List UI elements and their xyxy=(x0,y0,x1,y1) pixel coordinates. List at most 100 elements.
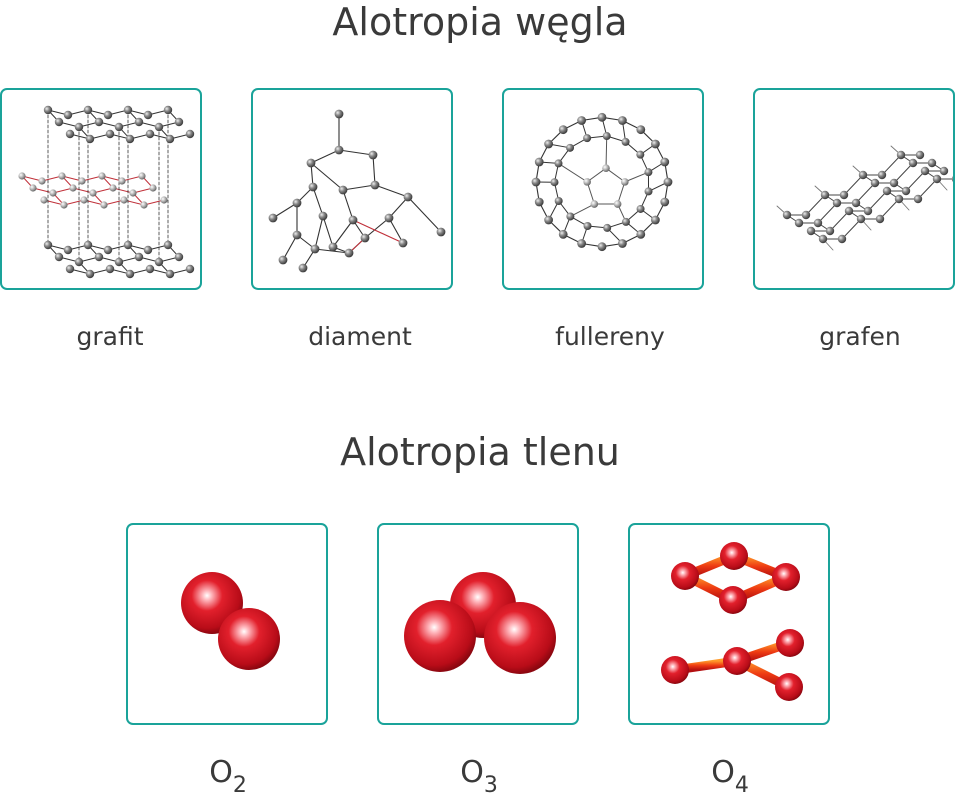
carbon-atom xyxy=(95,253,103,261)
carbon-atom xyxy=(84,241,92,249)
carbon-atom xyxy=(75,258,83,266)
carbon-atom xyxy=(175,118,183,126)
carbon-atom xyxy=(78,177,85,184)
o4-card xyxy=(628,523,830,725)
carbon-atom xyxy=(293,231,302,240)
carbon-atom xyxy=(339,186,348,195)
bond xyxy=(323,216,333,247)
graphite-structure xyxy=(2,90,200,288)
o3-subscript: 3 xyxy=(484,773,498,798)
carbon-atom xyxy=(833,199,841,207)
carbon-atom xyxy=(80,196,87,203)
o3-formula: O3 xyxy=(369,755,589,798)
carbon-atom xyxy=(807,227,815,235)
carbon-atom xyxy=(902,187,910,195)
carbon-atom xyxy=(293,199,302,208)
carbon-atom xyxy=(644,168,652,176)
oxygen-atom xyxy=(723,647,751,675)
carbon-atom xyxy=(535,158,544,167)
carbon-atom xyxy=(399,239,408,248)
diamond-label: diament xyxy=(250,322,470,351)
carbon-atom xyxy=(897,151,905,159)
carbon-atom xyxy=(914,195,922,203)
carbon-atom xyxy=(86,270,94,278)
carbon-atom xyxy=(149,184,156,191)
carbon-atom xyxy=(618,116,627,125)
fullerene-structure xyxy=(504,90,702,288)
oxygen-allotropy-title: Alotropia tlenu xyxy=(0,430,960,474)
carbon-atom xyxy=(40,196,47,203)
carbon-atom xyxy=(55,253,63,261)
carbon-atom xyxy=(916,151,924,159)
bond xyxy=(558,163,587,181)
carbon-atom xyxy=(614,200,622,208)
carbon-atom xyxy=(60,201,67,208)
carbon-atom xyxy=(660,198,669,207)
bond xyxy=(313,187,323,216)
carbon-atom xyxy=(577,239,586,248)
carbon-atom xyxy=(309,183,318,192)
carbon-atom xyxy=(826,227,834,235)
carbon-atom xyxy=(802,211,810,219)
carbon-atom xyxy=(38,177,45,184)
carbon-allotropy-title: Alotropia węgla xyxy=(0,0,960,44)
carbon-atom xyxy=(651,140,660,149)
carbon-atom xyxy=(535,198,544,207)
carbon-atom xyxy=(819,235,827,243)
carbon-atom xyxy=(95,118,103,126)
carbon-atom xyxy=(371,181,380,190)
oxygen-atom xyxy=(484,602,556,674)
oxygen-atom xyxy=(772,563,800,591)
carbon-atom xyxy=(55,118,63,126)
carbon-atom xyxy=(361,234,370,243)
oxygen-atom xyxy=(720,542,748,570)
oxygen-atom xyxy=(776,629,804,657)
carbon-atom xyxy=(437,228,446,237)
carbon-atom xyxy=(58,172,65,179)
carbon-atom xyxy=(115,258,123,266)
carbon-atom xyxy=(166,270,174,278)
carbon-atom xyxy=(636,125,645,134)
carbon-atom xyxy=(89,189,96,196)
bond xyxy=(315,216,323,249)
carbon-atom xyxy=(311,245,320,254)
carbon-atom xyxy=(146,265,154,273)
carbon-atom xyxy=(577,116,586,125)
carbon-atom xyxy=(335,146,344,155)
carbon-atom xyxy=(84,106,92,114)
carbon-atom xyxy=(124,106,132,114)
carbon-atom xyxy=(890,179,898,187)
carbon-atom xyxy=(821,191,829,199)
carbon-atom xyxy=(940,167,948,175)
o2-symbol: O xyxy=(209,755,233,790)
carbon-atom xyxy=(871,179,879,187)
carbon-atom xyxy=(651,216,660,225)
carbon-atom xyxy=(566,144,574,152)
oxygen-atom xyxy=(671,562,699,590)
carbon-atom xyxy=(795,219,803,227)
carbon-atom xyxy=(299,264,308,273)
carbon-atom xyxy=(555,197,563,205)
carbon-atom xyxy=(933,175,941,183)
carbon-atom xyxy=(645,187,653,195)
bond xyxy=(343,185,375,190)
carbon-atom xyxy=(952,175,953,183)
carbon-atom xyxy=(106,130,114,138)
graphite-card xyxy=(0,88,202,290)
carbon-atom xyxy=(126,270,134,278)
o2-card xyxy=(126,523,328,725)
carbon-atom xyxy=(66,265,74,273)
carbon-atom xyxy=(878,171,886,179)
carbon-atom xyxy=(349,216,358,225)
carbon-atom xyxy=(155,123,163,131)
fullerene-card xyxy=(502,88,704,290)
carbon-atom xyxy=(175,253,183,261)
carbon-atom xyxy=(838,235,846,243)
carbon-atom xyxy=(75,123,83,131)
carbon-atom xyxy=(144,111,152,119)
carbon-atom xyxy=(186,265,194,273)
carbon-atom xyxy=(160,196,167,203)
bond xyxy=(570,204,594,216)
carbon-atom xyxy=(859,171,867,179)
carbon-atom xyxy=(129,189,136,196)
